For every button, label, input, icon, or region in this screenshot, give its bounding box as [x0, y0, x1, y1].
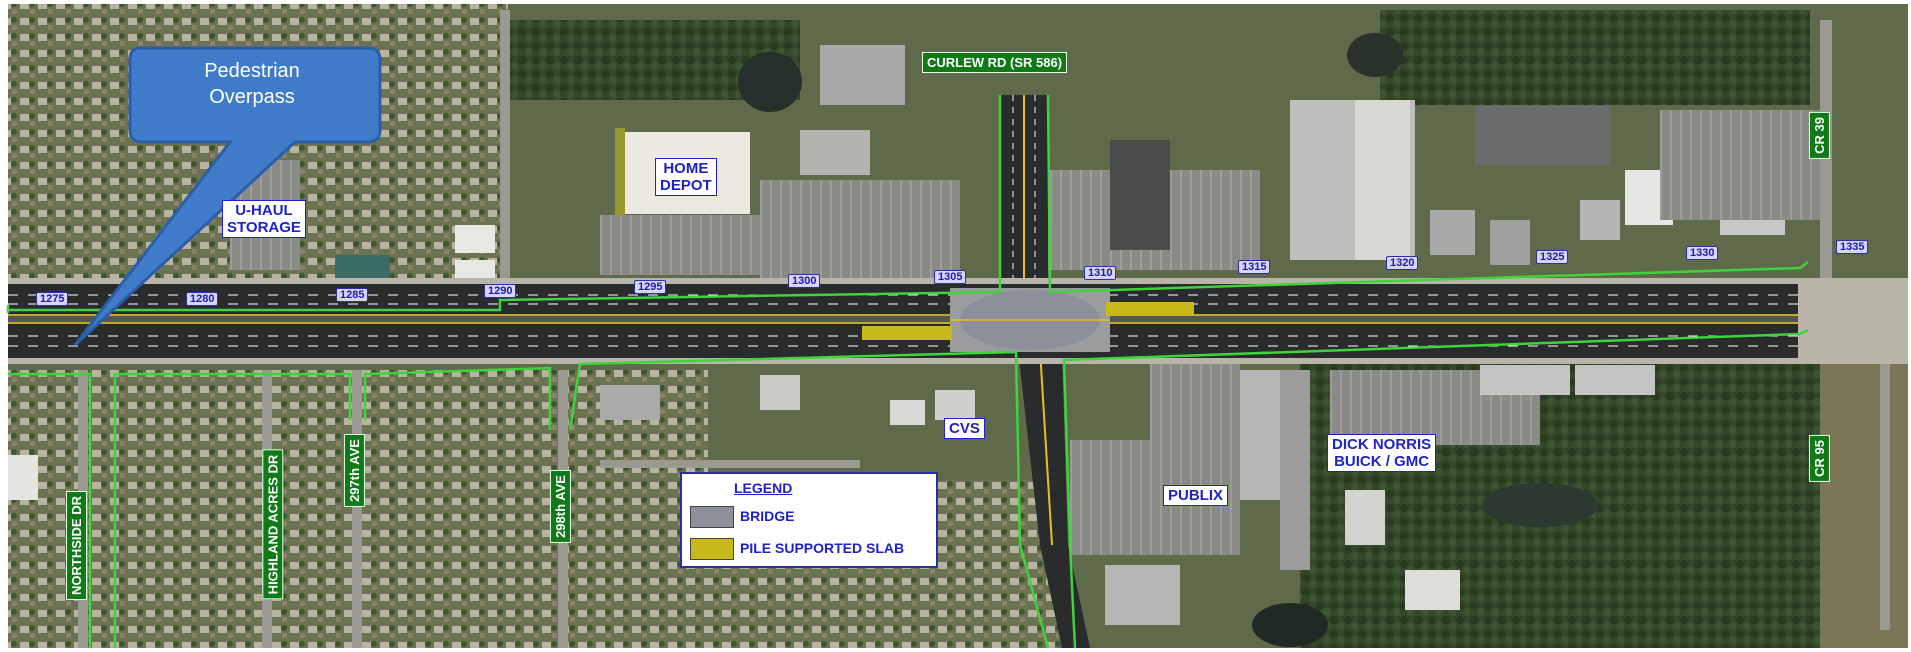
legend-label-bridge: BRIDGE: [740, 508, 795, 524]
callout-text: Pedestrian Overpass: [132, 58, 372, 110]
legend-title: LEGEND: [734, 480, 793, 496]
label-publix: PUBLIX: [1163, 485, 1229, 506]
station-label: 1295: [634, 280, 667, 294]
callout-line-1: Pedestrian: [204, 60, 300, 82]
station-label: 1285: [336, 288, 369, 302]
station-label: 1290: [484, 284, 517, 298]
station-label: 1320: [1386, 256, 1419, 270]
callout-line-2: Overpass: [209, 86, 295, 108]
street-label-curlew-rd: CURLEW RD (SR 586): [922, 52, 1068, 73]
label-uhaul-storage: U-HAUL STORAGE: [222, 200, 306, 238]
station-label: 1275: [36, 292, 69, 306]
label-home-depot-line1: HOME: [663, 160, 709, 177]
label-dick-norris-line1: DICK NORRIS: [1332, 436, 1432, 453]
label-home-depot: HOME DEPOT: [655, 158, 717, 196]
street-label-298th-ave: 298th AVE: [549, 470, 571, 543]
street-label-297th-ave: 297th AVE: [343, 434, 365, 507]
label-uhaul-line2: STORAGE: [227, 219, 301, 236]
station-label: 1305: [934, 270, 967, 284]
label-home-depot-line2: DEPOT: [660, 177, 712, 194]
map-legend: LEGEND BRIDGE PILE SUPPORTED SLAB: [680, 472, 938, 568]
station-label: 1310: [1084, 266, 1117, 280]
label-dick-norris-line2: BUICK / GMC: [1334, 453, 1430, 470]
callout-bubble: [73, 46, 382, 347]
station-label: 1300: [788, 274, 821, 288]
label-cvs: CVS: [944, 418, 985, 439]
station-label: 1330: [1686, 246, 1719, 260]
legend-swatch-bridge: [690, 506, 734, 528]
station-label: 1335: [1836, 240, 1869, 254]
street-label-cr39: CR 39: [1808, 112, 1830, 159]
street-label-cr95: CR 95: [1808, 435, 1830, 482]
legend-label-pile-supported-slab: PILE SUPPORTED SLAB: [740, 540, 905, 556]
label-dick-norris: DICK NORRIS BUICK / GMC: [1327, 434, 1437, 472]
street-label-highland-acres-dr: HIGHLAND ACRES DR: [262, 449, 284, 600]
station-label: 1315: [1238, 260, 1271, 274]
legend-swatch-pile-supported-slab: [690, 538, 734, 560]
label-uhaul-line1: U-HAUL: [235, 202, 293, 219]
station-label: 1280: [186, 292, 219, 306]
street-label-northside-dr: NORTHSIDE DR: [65, 491, 87, 600]
station-label: 1325: [1536, 250, 1569, 264]
